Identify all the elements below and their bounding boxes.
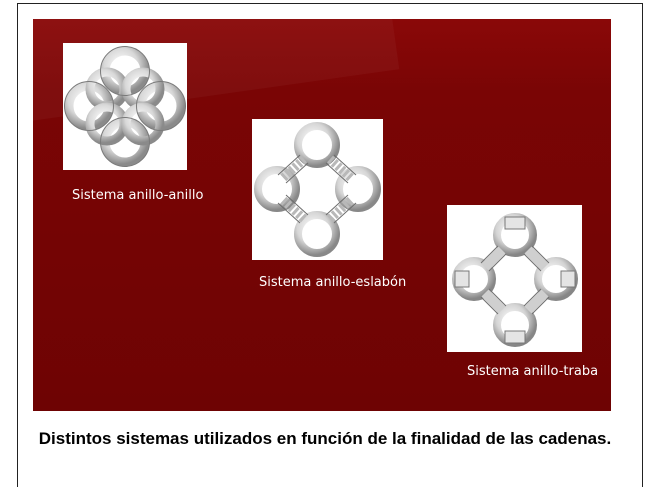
ring-ring-chain-icon: [64, 46, 186, 167]
ring-latch-chain-image: [447, 205, 582, 352]
figure-caption: Distintos sistemas utilizados en función…: [38, 429, 612, 448]
caption-ring-ring: Sistema anillo-anillo: [72, 188, 204, 203]
ring-link-chain-icon: [254, 122, 381, 257]
ring-ring-chain-image: [63, 43, 187, 170]
ring-latch-chain-icon: [452, 213, 578, 347]
caption-ring-latch: Sistema anillo-traba: [467, 364, 599, 379]
caption-ring-link: Sistema anillo-eslabón: [259, 275, 407, 290]
page-frame: [17, 3, 643, 487]
slide-panel: Sistema anillo-anillo: [33, 19, 611, 411]
ring-link-chain-image: [252, 119, 383, 260]
